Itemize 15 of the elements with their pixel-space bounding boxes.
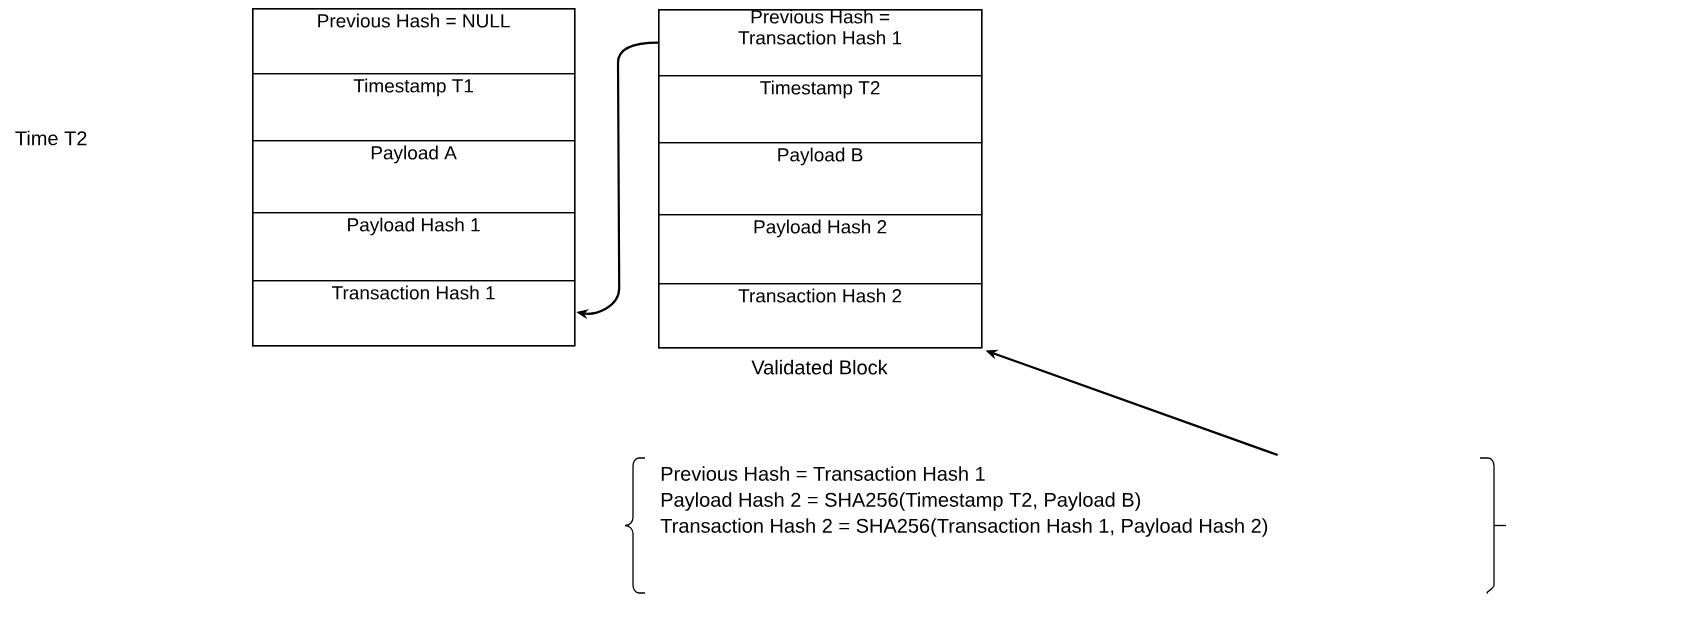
block-cell: Previous Hash = NULL	[252, 8, 576, 75]
block-cell: Transaction Hash 2	[658, 283, 983, 349]
block-box	[658, 9, 983, 349]
side-label: Time T2	[15, 130, 87, 146]
bracketed-text: Previous Hash = Transaction Hash 1 Payload Hash 2 = SHA256(Timestamp T2, Payload B) Transaction Hash 2 = SHA256(Transaction Hash 1, Payload Hash 2)	[660, 466, 1268, 537]
block-cell: Timestamp T2	[658, 75, 983, 144]
block-cell: Payload B	[658, 142, 983, 216]
block-cell: Previous Hash = Transaction Hash 1	[658, 9, 983, 77]
block-cell: Transaction Hash 1	[252, 280, 576, 347]
block-caption: Validated Block	[751, 359, 888, 375]
block-cell: Timestamp T1	[252, 73, 576, 142]
block-cell: Payload A	[252, 140, 576, 214]
block-box	[252, 8, 576, 347]
block-cell: Payload Hash 1	[252, 212, 576, 282]
block-cell: Payload Hash 2	[658, 214, 983, 285]
